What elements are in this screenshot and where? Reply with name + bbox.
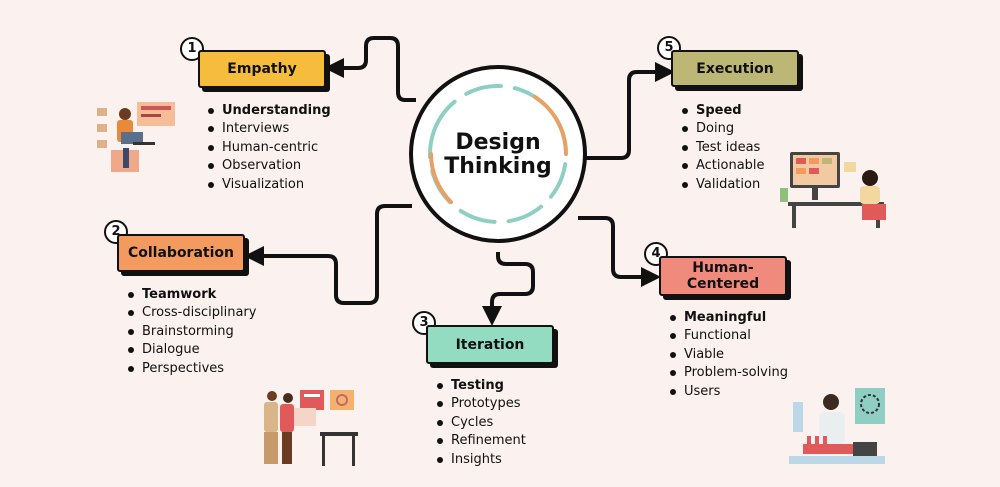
list-item: Test ideas [681,139,765,157]
scientist-lab-illustration [789,388,885,464]
center-ring [428,84,568,224]
list-item: Functional [669,327,788,345]
list-item: Users [669,383,788,401]
step-iteration-box: Iteration [426,325,554,364]
execution-list: Speed Doing Test ideas Actionable Valida… [681,102,765,194]
step-empathy-box: Empathy [198,50,326,88]
center-title: Design Thinking [413,131,583,179]
list-item: Human-centric [207,139,331,157]
step-human-centered-box: Human- Centered [659,256,787,296]
connector-collaboration [244,204,412,305]
list-item: Speed [681,102,765,120]
step-collaboration-box: Collaboration [117,234,245,272]
list-item: Insights [436,451,526,469]
team-presentation-illustration [264,390,358,466]
center-title-line2: Thinking [444,154,552,179]
list-item: Meaningful [669,309,788,327]
list-item: Interviews [207,120,331,138]
list-item: Cycles [436,414,526,432]
connector-empathy [324,36,416,102]
list-item: Refinement [436,432,526,450]
connector-execution [583,62,675,160]
list-item: Prototypes [436,395,526,413]
list-item: Teamwork [127,286,256,304]
step-number-badge: 2 [104,220,128,244]
list-item: Cross-disciplinary [127,304,256,322]
step-title-line2: Centered [686,276,760,292]
list-item: Doing [681,120,765,138]
list-item: Dialogue [127,341,256,359]
person-on-laptop-illustration [97,102,175,172]
list-item: Problem-solving [669,364,788,382]
iteration-list: Testing Prototypes Cycles Refinement Ins… [436,377,526,469]
step-execution-box: Execution [671,50,799,87]
list-item: Actionable [681,157,765,175]
center-circle: Design Thinking [409,65,587,243]
list-item: Validation [681,176,765,194]
list-item: Testing [436,377,526,395]
connector-iteration [482,252,535,326]
list-item: Understanding [207,102,331,120]
step-number-badge: 5 [657,36,681,60]
list-item: Brainstorming [127,323,256,341]
connector-human-centered [578,216,661,287]
list-item: Perspectives [127,360,256,378]
human-centered-list: Meaningful Functional Viable Problem-sol… [669,309,788,401]
list-item: Visualization [207,176,331,194]
collaboration-list: Teamwork Cross-disciplinary Brainstormin… [127,286,256,378]
empathy-list: Understanding Interviews Human-centric O… [207,102,331,194]
center-title-line1: Design [455,130,541,155]
step-title-line1: Human- [692,260,754,276]
list-item: Observation [207,157,331,175]
list-item: Viable [669,346,788,364]
person-at-desk-illustration [780,152,886,228]
